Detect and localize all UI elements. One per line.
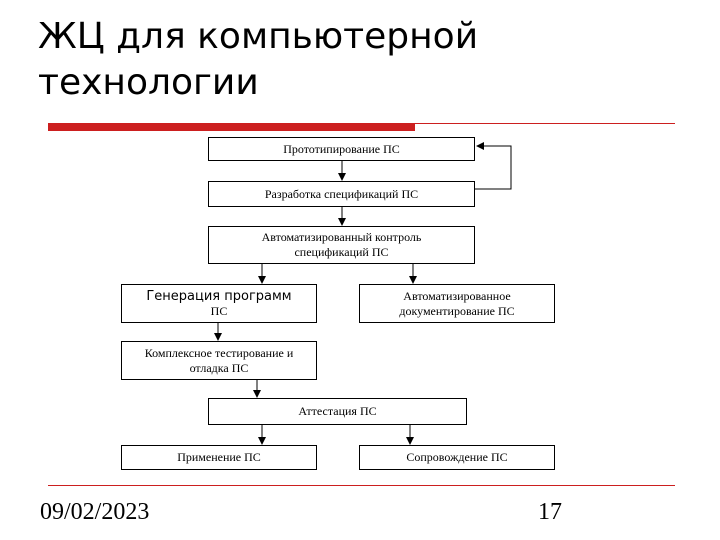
box-prototyping: Прототипирование ПС [208, 137, 475, 161]
box-testing-debugging: Комплексное тестирование и отладка ПС [121, 341, 317, 380]
box-automated-documentation: Автоматизированное документирование ПС [359, 284, 555, 323]
box-automated-documentation-line2: документирование ПС [399, 303, 515, 318]
box-automated-spec-control-line1: Автоматизированный контроль [261, 230, 422, 244]
box-attestation-label: Аттестация ПС [298, 404, 377, 418]
box-automated-spec-control: Автоматизированный контроль спецификаций… [208, 226, 475, 264]
slide-number: 17 [538, 499, 562, 525]
box-spec-development: Разработка спецификаций ПС [208, 181, 475, 207]
box-testing-debugging-line2: отладка ПС [189, 360, 249, 375]
box-code-generation: Генерация программ ПС [121, 284, 317, 323]
box-spec-development-label: Разработка спецификаций ПС [264, 186, 419, 201]
title-underline-thin [415, 123, 675, 124]
title-underline-thick [48, 123, 415, 131]
arrow-spec-feedback-loop [475, 142, 512, 190]
box-prototyping-label: Прототипирование ПС [283, 141, 400, 156]
box-usage-label: Применение ПС [177, 450, 261, 464]
slide-title: ЖЦ для компьютерной технологии [38, 16, 479, 103]
box-automated-spec-control-line2: спецификаций ПС [294, 245, 389, 259]
box-testing-debugging-line1: Комплексное тестирование и [144, 345, 294, 360]
footer-date: 09/02/2023 [40, 499, 150, 525]
box-attestation: Аттестация ПС [208, 398, 467, 425]
box-code-generation-line2: ПС [210, 303, 228, 318]
box-maintenance: Сопровождение ПС [359, 445, 555, 470]
box-maintenance-label: Сопровождение ПС [406, 450, 508, 464]
box-automated-documentation-line1: Автоматизированное [403, 288, 511, 303]
box-code-generation-line1: Генерация программ [146, 288, 292, 304]
footer-divider [48, 485, 675, 486]
box-usage: Применение ПС [121, 445, 317, 470]
